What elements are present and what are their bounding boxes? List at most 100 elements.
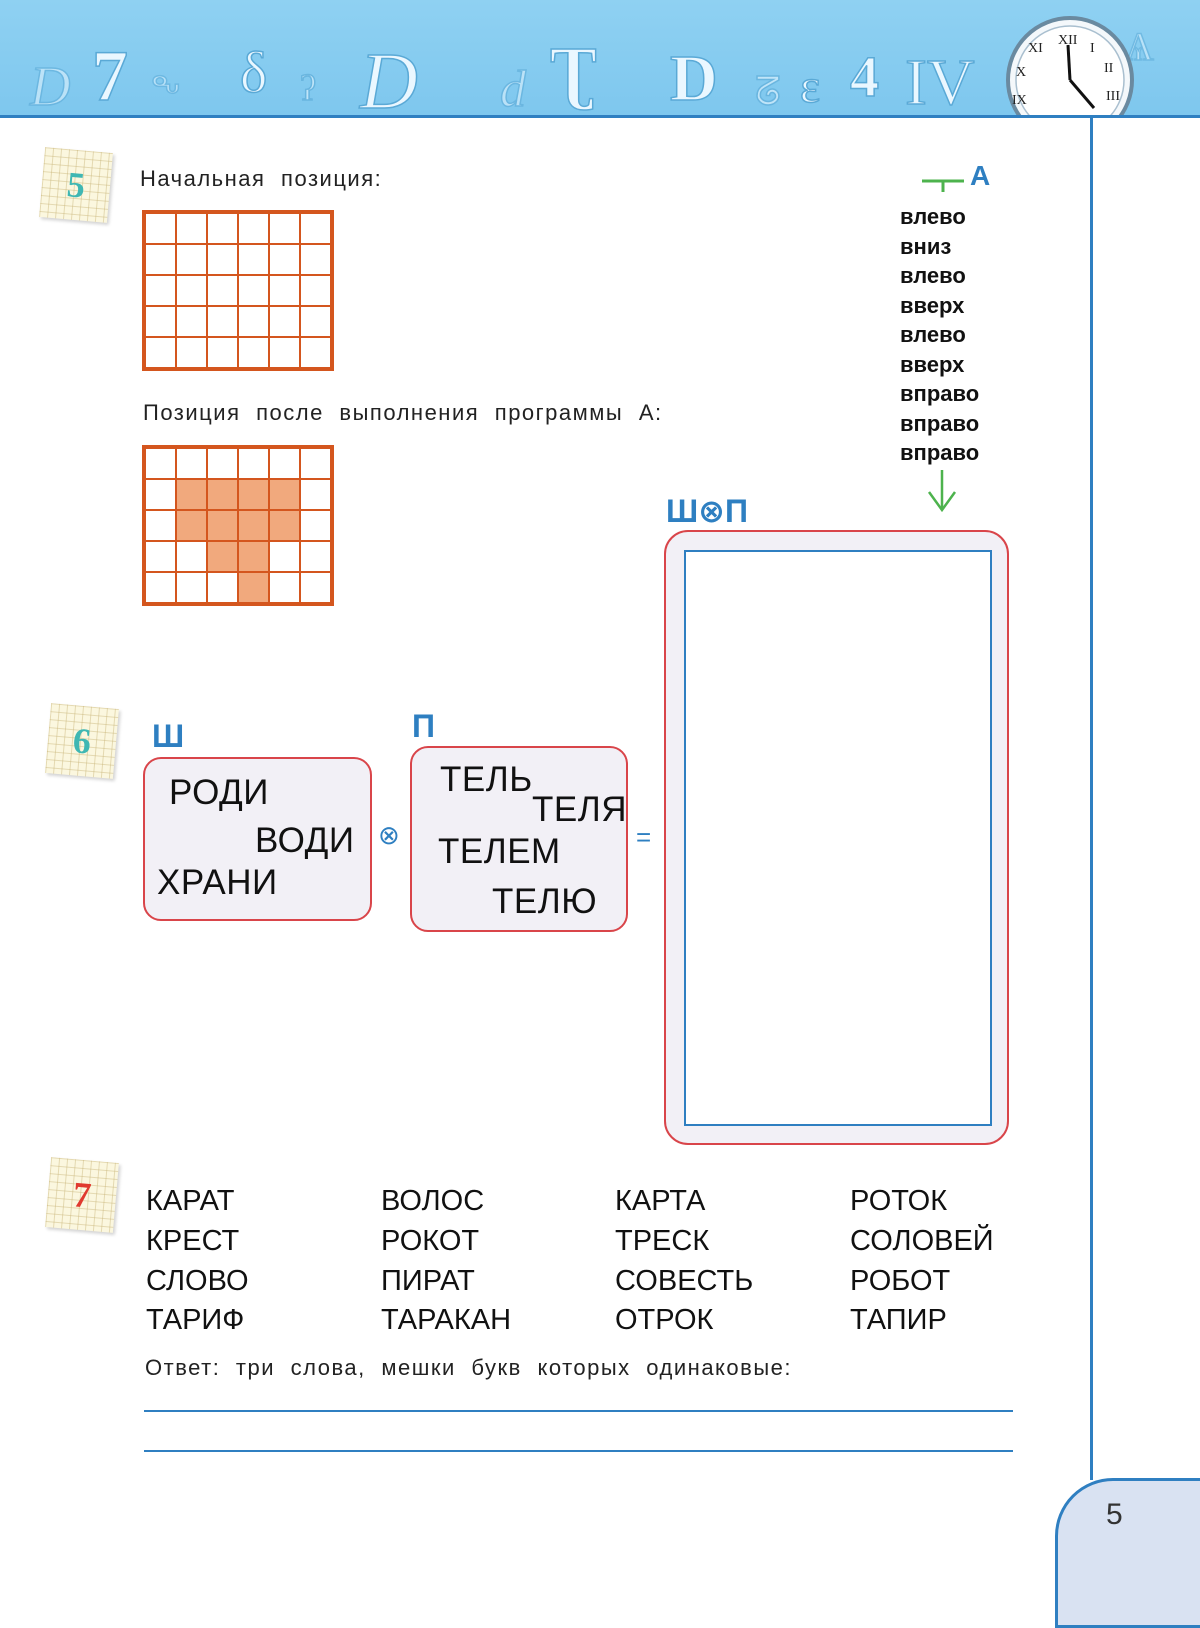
grid-cell: [300, 337, 331, 368]
grid-cell: [269, 541, 300, 572]
svg-text:d: d: [500, 61, 527, 118]
word-item: ОТРОК: [615, 1304, 714, 1336]
p-word: ТЕЛЕМ: [438, 832, 561, 871]
grid-cell: [269, 572, 300, 603]
grid-cell: [176, 275, 207, 306]
program-step: вверх: [900, 351, 965, 377]
grid-cell: [238, 337, 269, 368]
svg-text:D: D: [670, 42, 718, 115]
grid-cell: [300, 448, 331, 479]
svg-text:ᘔ: ᘔ: [755, 69, 781, 114]
word-item: КАРТА: [615, 1185, 706, 1217]
grid-cell: [207, 306, 238, 337]
svg-text:XI: XI: [1028, 41, 1043, 56]
times-operator: ⊗: [378, 820, 400, 850]
svg-text:ʔ: ʔ: [300, 68, 316, 108]
sh-word-box: РОДИ ВОДИ ХРАНИ: [143, 757, 372, 921]
grid-cell: [300, 275, 331, 306]
grid-cell: [300, 510, 331, 541]
grid-cell: [238, 244, 269, 275]
grid-cell: [145, 572, 176, 603]
grid-cell: [145, 448, 176, 479]
start-position-grid: [142, 210, 334, 371]
sh-label: Ш: [152, 718, 185, 754]
grid-cell: [176, 213, 207, 244]
grid-cell-filled: [176, 510, 207, 541]
svg-text:IX: IX: [1012, 93, 1027, 108]
answer-line[interactable]: [144, 1410, 1013, 1412]
grid-cell: [176, 244, 207, 275]
grid-cell-filled: [207, 541, 238, 572]
svg-text:IV: IV: [905, 46, 975, 118]
program-step: вправо: [900, 440, 980, 465]
sh-word: ХРАНИ: [157, 863, 278, 902]
svg-text:II: II: [1104, 61, 1114, 76]
p-word: ТЕЛЬ: [440, 760, 533, 799]
program-end-arrow-icon: [927, 470, 957, 512]
word-item: СЛОВО: [146, 1265, 249, 1297]
svg-text:7: 7: [92, 36, 128, 116]
grid-cell: [145, 275, 176, 306]
word-item: СОЛОВЕЙ: [850, 1225, 994, 1257]
grid-cell: [207, 337, 238, 368]
grid-cell: [207, 213, 238, 244]
grid-cell: [300, 244, 331, 275]
grid-cell: [176, 541, 207, 572]
grid-cell: [269, 275, 300, 306]
grid-cell: [207, 448, 238, 479]
grid-cell-filled: [238, 572, 269, 603]
program-step: вниз: [900, 233, 952, 259]
word-item: ТАРАКАН: [381, 1304, 512, 1336]
grid-cell-filled: [238, 479, 269, 510]
start-position-label: Начальная позиция:: [140, 166, 383, 191]
task-number-badge: 6: [45, 703, 119, 779]
word-item: ПИРАТ: [381, 1265, 475, 1297]
grid-cell: [269, 337, 300, 368]
svg-text:ɛ: ɛ: [800, 60, 820, 113]
svg-text:XII: XII: [1058, 33, 1078, 48]
grid-cell: [176, 337, 207, 368]
program-step: вверх: [900, 292, 965, 318]
word-item: ВОЛОС: [381, 1185, 485, 1217]
grid-cell-filled: [269, 510, 300, 541]
grid-cell: [176, 572, 207, 603]
task-number-badge: 5: [39, 147, 113, 223]
grid-cell: [207, 275, 238, 306]
grid-cell: [176, 448, 207, 479]
grid-cell-filled: [207, 510, 238, 541]
grid-cell: [300, 541, 331, 572]
program-steps: влево вниз влево вверх влево вверх вправ…: [900, 202, 979, 468]
grid-cell: [176, 306, 207, 337]
program-step: влево: [900, 263, 966, 288]
word-item: КАРАТ: [146, 1185, 235, 1217]
word-item: РОБОТ: [850, 1265, 951, 1297]
task-number-badge: 7: [45, 1157, 119, 1233]
word-item: РОТОК: [850, 1185, 948, 1217]
program-start-mark-icon: [922, 179, 964, 192]
grid-cell: [145, 244, 176, 275]
grid-cell: [300, 213, 331, 244]
svg-text:δ: δ: [240, 40, 267, 105]
grid-cell: [238, 213, 269, 244]
page-number-tab: [1055, 1478, 1200, 1628]
answer-line[interactable]: [144, 1450, 1013, 1452]
margin-line: [1090, 118, 1093, 1480]
p-word: ТЕЛЮ: [492, 882, 598, 921]
p-word: ТЕЛЯ: [532, 790, 627, 829]
svg-text:Ʈ: Ʈ: [550, 34, 597, 111]
program-step: вправо: [900, 381, 980, 406]
result-answer-area[interactable]: [684, 550, 992, 1126]
grid-cell: [145, 306, 176, 337]
answer-prompt: Ответ: три слова, мешки букв которых оди…: [145, 1355, 793, 1380]
grid-cell: [238, 448, 269, 479]
grid-cell-filled: [238, 510, 269, 541]
grid-cell-filled: [176, 479, 207, 510]
word-item: ТАРИФ: [146, 1304, 245, 1336]
grid-cell: [300, 306, 331, 337]
grid-cell: [238, 306, 269, 337]
word-item: ТАПИР: [850, 1304, 947, 1336]
svg-text:ᖕ: ᖕ: [150, 69, 181, 118]
